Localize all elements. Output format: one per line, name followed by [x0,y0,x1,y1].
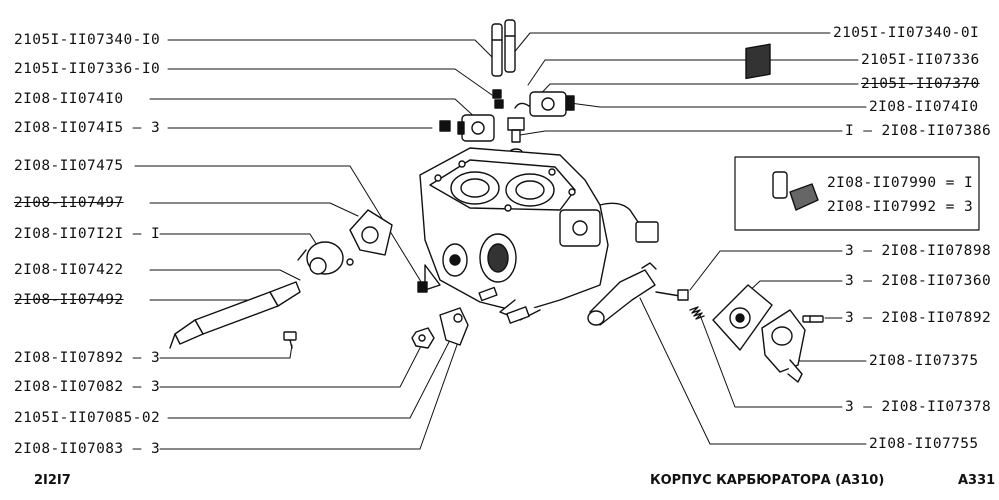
inset-line-2i08-ii07990: 2I08-II07990 = I [827,175,974,191]
gasket [349,209,393,256]
label-2105i-ii07336-i0: 2105I-II07336-I0 [14,61,161,77]
label-2i08-ii074i5: 2I08-II074I5 — 3 [14,120,161,136]
label-2105i-ii07370: 2105I-II07370 [861,76,980,92]
label-2i08-ii07422: 2I08-II07422 [14,262,124,278]
label-2i08-ii07892-right: 3 — 2I08-II07892 [845,310,992,326]
inset-icon [745,43,819,211]
footer-model-code: 2I2I7 [34,473,71,488]
label-2i08-ii07492: 2I08-II07492 [14,292,124,308]
carburettor-body [419,147,659,324]
stud [417,281,428,293]
label-2i08-ii07378: 3 — 2I08-II07378 [845,399,992,415]
label-2105i-ii07085-02: 2105I-II07085-02 [14,410,161,426]
label-2i08-ii07898: 3 — 2I08-II07898 [845,243,992,259]
idle-jets-group [491,19,530,109]
footer-page-code: A331 [958,473,996,488]
label-2i08-ii07475: 2I08-II07475 [14,158,124,174]
label-2105i-ii07340-i0: 2105I-II07340-I0 [14,32,161,48]
label-2i08-ii07i2i: 2I08-II07I2I — I [14,226,161,242]
label-2i08-ii07083: 2I08-II07083 — 3 [14,441,161,457]
solenoid-valve-left [439,114,495,142]
label-2i08-ii074i0-right: 2I08-II074I0 [869,99,979,115]
label-2i08-ii074i0-left: 2I08-II074I0 [14,91,124,107]
accelerator-pump-lever [587,262,657,326]
label-2i08-ii07892-left: 2I08-II07892 — 3 [14,350,161,366]
solenoid-valve-right [529,91,575,117]
label-2i08-ii07082: 2I08-II07082 — 3 [14,379,161,395]
label-2105i-ii07336: 2105I-II07336 [861,52,980,68]
nut-left [411,327,435,349]
idle-jet-holder [507,117,525,156]
pump-cover [761,309,806,383]
label-2i08-ii07755: 2I08-II07755 [869,436,979,452]
screw-small-left [283,331,297,349]
screw-right [802,315,824,323]
screw-long [655,289,689,301]
diaphragm-spring [689,306,705,320]
lever-bracket [439,307,469,346]
choke-rod-assembly [169,281,301,349]
throttle-lever [478,286,498,302]
label-2i08-ii07497: 2I08-II07497 [14,195,124,211]
inset-frame [734,156,980,231]
inset-line-2i08-ii07992: 2I08-II07992 = 3 [827,199,974,215]
label-2i08-ii07360: 3 — 2I08-II07360 [845,273,992,289]
econostat-cover [297,241,354,275]
leader-lines-left [134,39,496,450]
label-2i08-ii07386: I — 2I08-II07386 [845,123,992,139]
footer-title: КОРПУС КАРБЮРАТОРА (А310) [650,473,885,488]
label-2i08-ii07375: 2I08-II07375 [869,353,979,369]
pump-diaphragm [712,284,773,351]
label-2105i-ii07340-0i: 2105I-II07340-0I [833,25,980,41]
